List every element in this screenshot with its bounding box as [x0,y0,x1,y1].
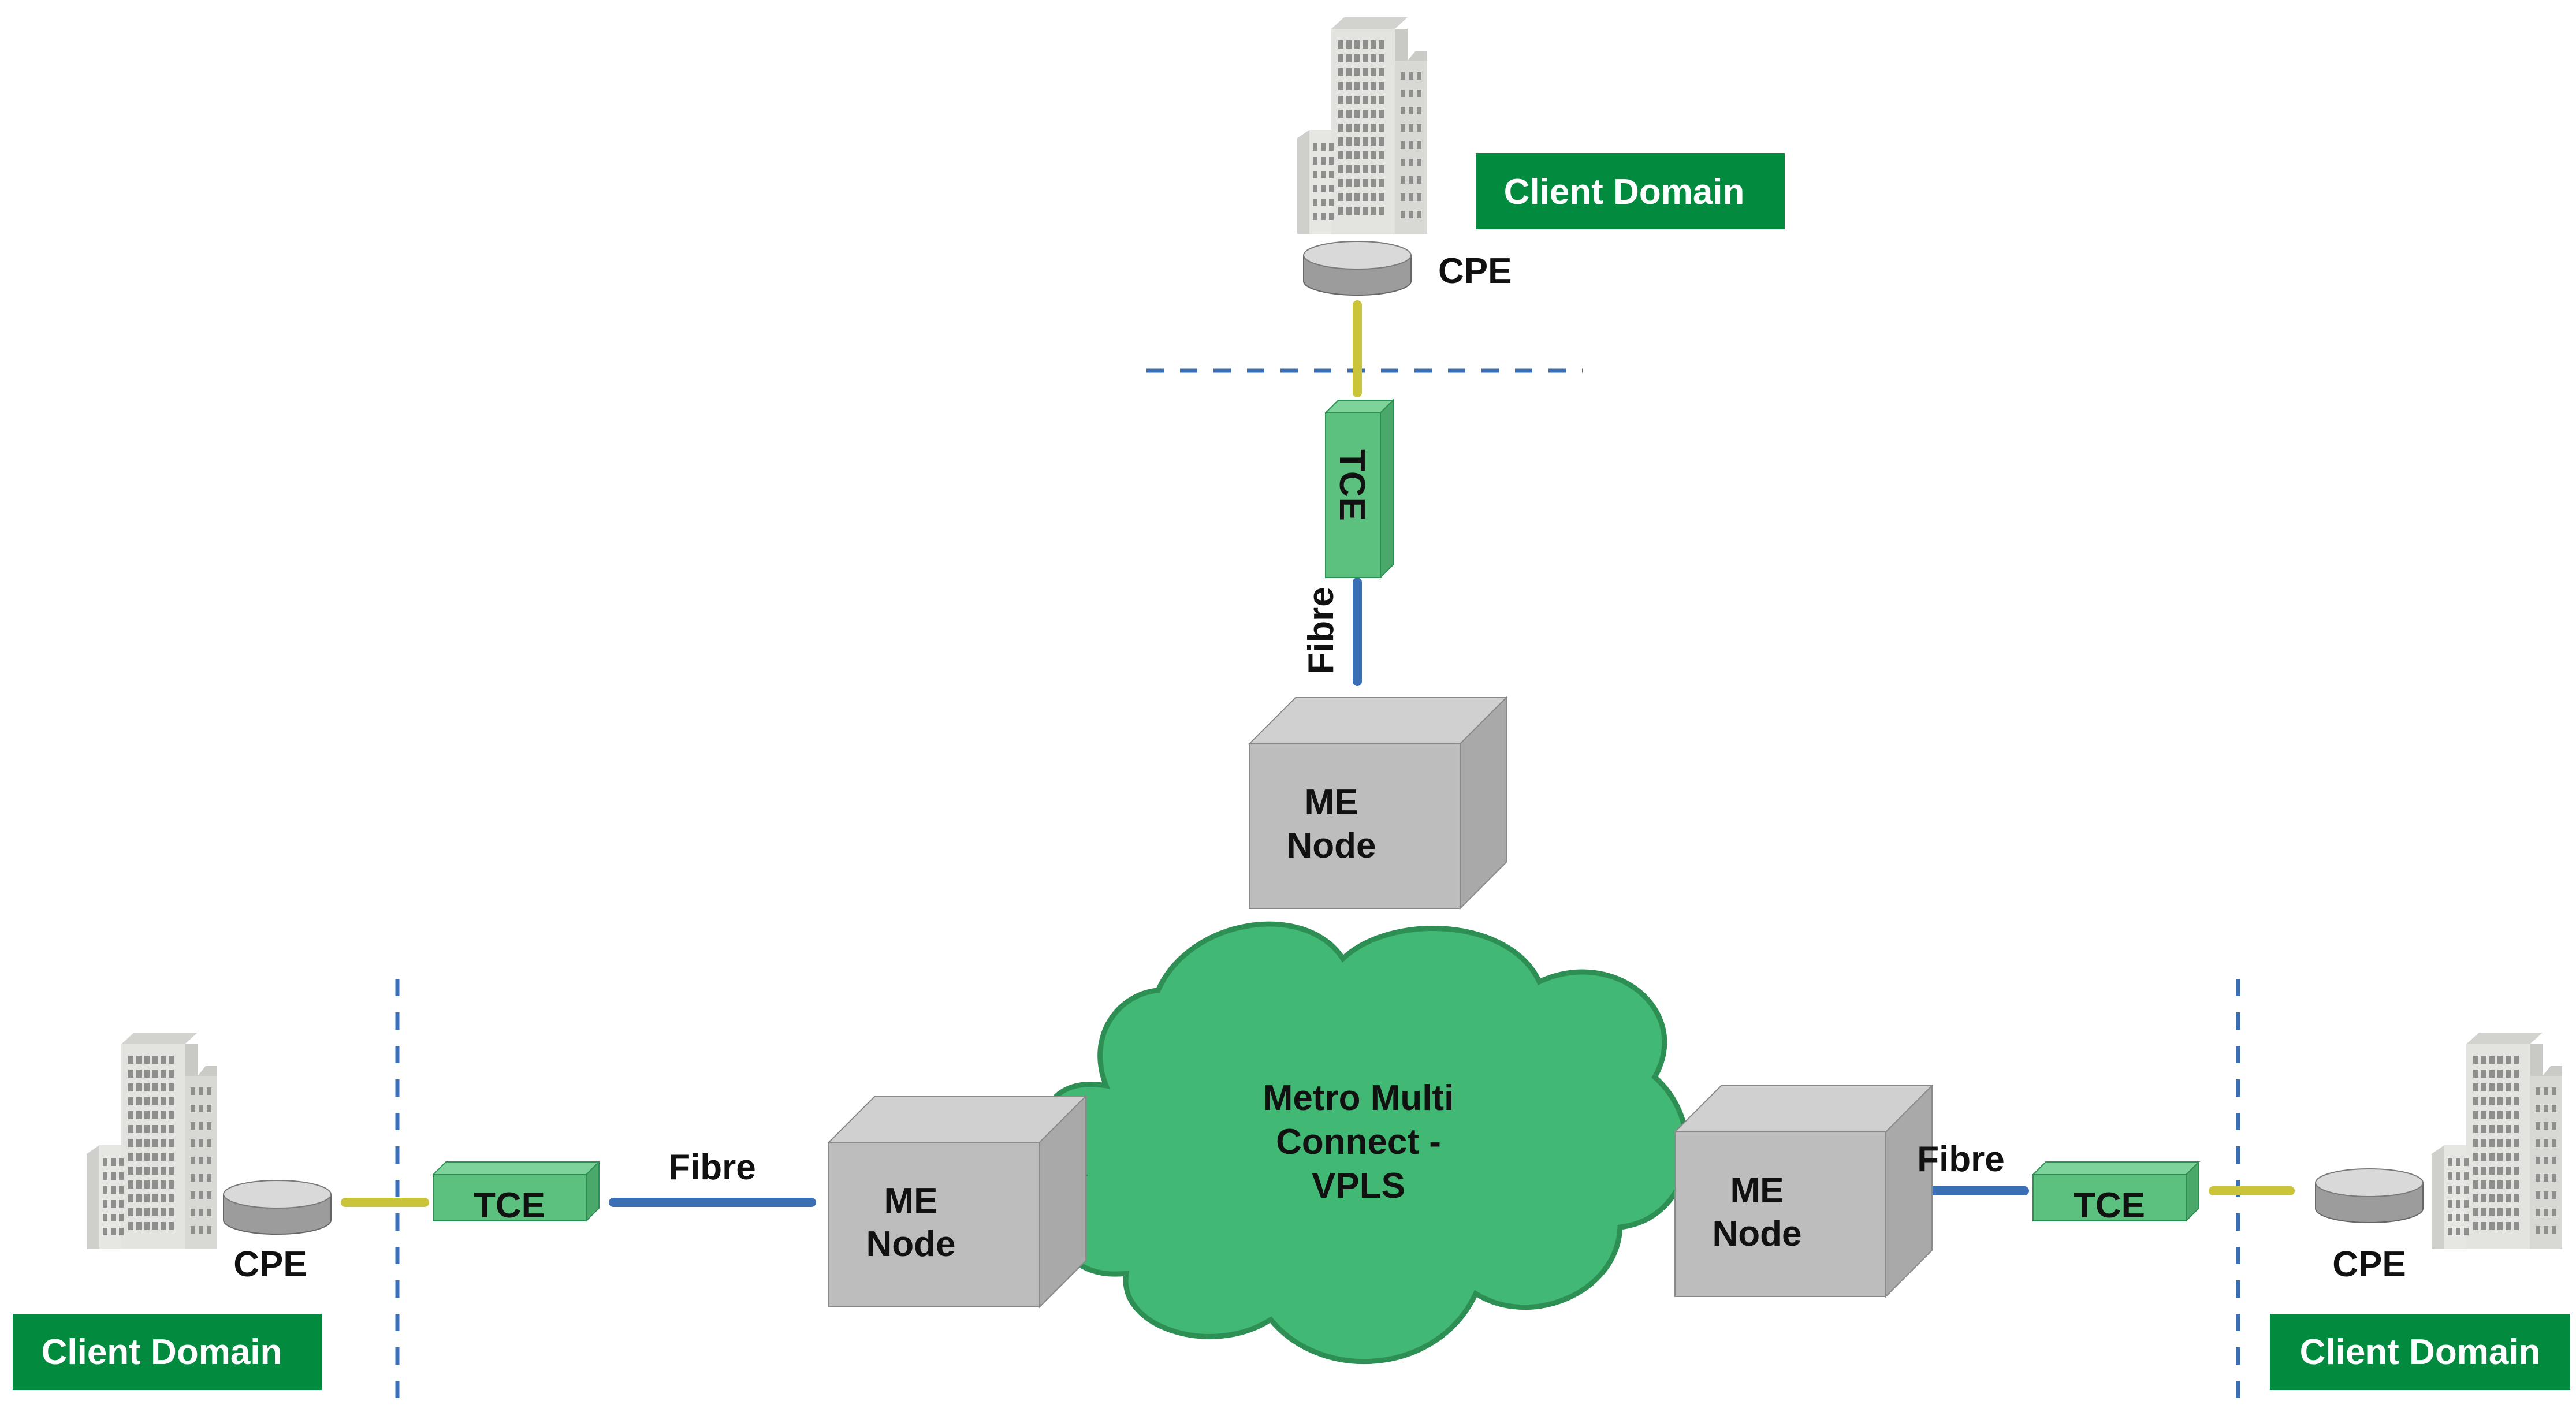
right-fibre-label: Fibre [1917,1139,2005,1179]
top-cpe-label: CPE [1438,251,1512,291]
top-node-label-line-1: ME [1305,783,1358,822]
top-cpe-device-icon [1303,241,1412,296]
left-client-domain-badge: Client Domain [13,1314,322,1390]
left-tce-device: TCE [433,1161,600,1225]
top-me-node: ME Node [1249,697,1507,909]
right-cpe-device-icon [2315,1168,2424,1223]
left-cpe-label: CPE [233,1245,307,1284]
top-tce-device: TCE [1325,400,1394,578]
right-me-node: ME Node [1674,1085,1933,1297]
left-client-domain-label: Client Domain [42,1332,282,1372]
left-cpe-device-icon [223,1180,332,1235]
top-office-building-icon [1297,17,1427,234]
top-client-domain-label: Client Domain [1504,172,1745,212]
right-node-label-line-1: ME [1730,1171,1784,1210]
left-fibre-label: Fibre [668,1148,756,1187]
cloud-label-line-1: Metro Multi [1263,1078,1454,1118]
right-node-label-line-2: Node [1713,1214,1802,1254]
top-tce-label: TCE [1332,449,1372,521]
metro-cloud: Metro Multi Connect - VPLS [1043,921,1690,1365]
top-fibre-label: Fibre [1301,587,1341,675]
left-office-building-icon [87,1033,217,1249]
right-tce-label: TCE [2074,1186,2145,1225]
left-me-node: ME Node [828,1096,1086,1307]
cloud-label-line-3: VPLS [1312,1166,1405,1206]
left-node-label-line-2: Node [866,1224,956,1264]
left-node-label-line-1: ME [884,1181,938,1221]
cloud-label-line-2: Connect - [1276,1122,1441,1162]
right-client-domain-badge: Client Domain [2270,1314,2570,1390]
right-office-building-icon [2432,1033,2562,1249]
left-tce-label: TCE [474,1186,545,1225]
top-client-domain-badge: Client Domain [1476,153,1785,229]
right-tce-device: TCE [2032,1161,2199,1225]
right-client-domain-label: Client Domain [2300,1332,2541,1372]
top-node-label-line-2: Node [1287,826,1376,866]
right-cpe-label: CPE [2332,1245,2406,1284]
